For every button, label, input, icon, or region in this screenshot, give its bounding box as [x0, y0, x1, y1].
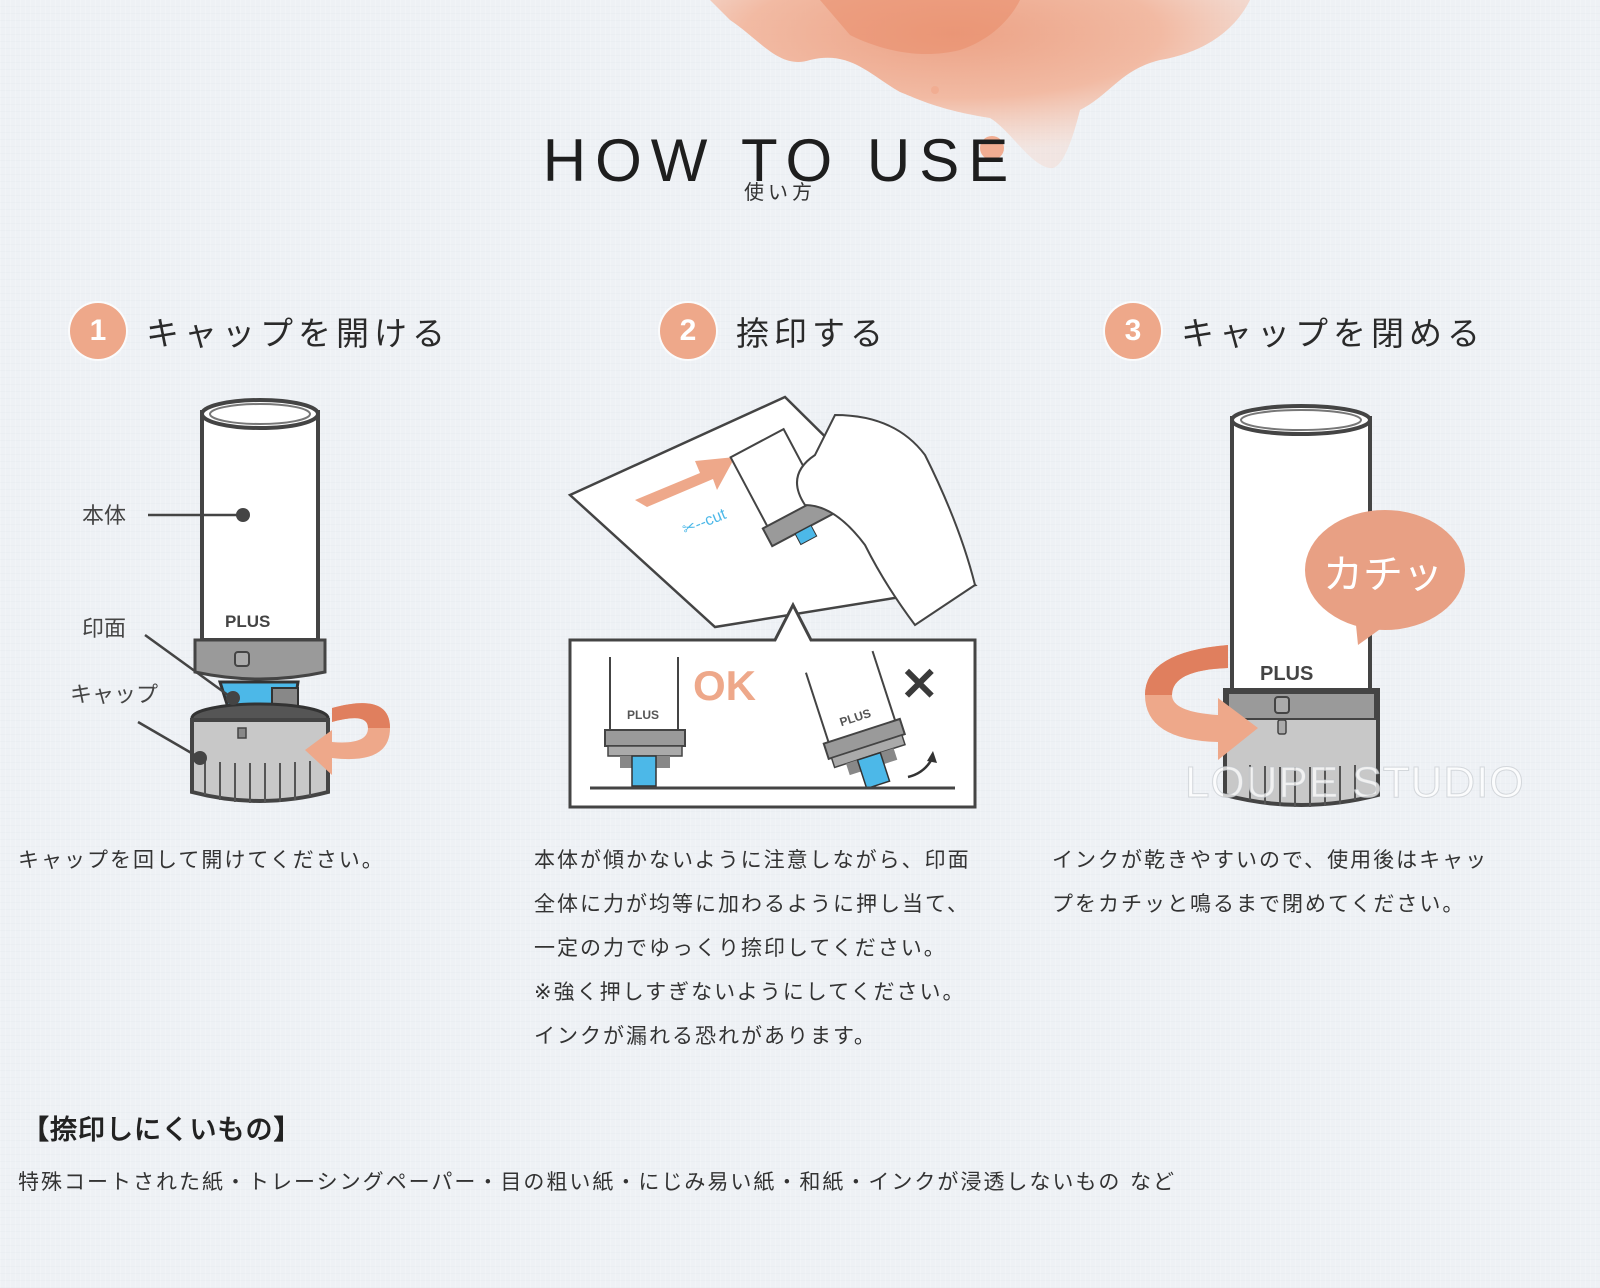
- note-heading: 【捺印しにくいもの】: [22, 1115, 302, 1146]
- step-3-header: 3 キャップを閉める: [1105, 303, 1485, 359]
- page-subtitle: 使い方: [744, 180, 816, 204]
- svg-text:PLUS: PLUS: [627, 708, 659, 722]
- step-title: キャップを開ける: [146, 314, 450, 353]
- label-cap: キャップ: [70, 683, 158, 708]
- label-body: 本体: [82, 504, 126, 529]
- label-stamp-face: 印面: [82, 617, 126, 642]
- step-number-badge: 1: [70, 303, 126, 359]
- step-2-description: 本体が傾かないように注意しながら、印面 全体に力が均等に加わるように押し当て、 …: [534, 848, 971, 1048]
- rotate-clockwise-arrow-icon: [1145, 645, 1258, 760]
- brand-logo: PLUS: [225, 612, 270, 631]
- bubble-text: カチッ: [1323, 552, 1443, 598]
- step-1-description: キャップを回して開けてください。: [18, 848, 385, 872]
- step-number-badge: 3: [1105, 303, 1161, 359]
- open-cap-illustration: PLUS 本体 印面 キャップ: [70, 398, 390, 803]
- stamping-illustration: ✂--cut PLUS OK PLUS ✕: [567, 395, 978, 809]
- note-body: 特殊コートされた紙・トレーシングペーパー・目の粗い紙・にじみ易い紙・和紙・インク…: [18, 1170, 1177, 1194]
- step-title: 捺印する: [736, 314, 888, 353]
- step-number-badge: 2: [660, 303, 716, 359]
- step-1-header: 1 キャップを開ける: [70, 303, 450, 359]
- ng-mark-icon: ✕: [900, 658, 939, 710]
- page-title: HOW TO USE: [542, 127, 1018, 195]
- watermark: LOUPE STUDIO: [1185, 758, 1525, 808]
- ok-label: OK: [693, 662, 756, 709]
- watercolor-splash-decoration: [710, 0, 1250, 169]
- click-sound-bubble: カチッ: [1305, 510, 1465, 645]
- rotate-counterclockwise-arrow-icon: [305, 703, 390, 775]
- direction-arrow-icon: [635, 457, 735, 507]
- step-3-description: インクが乾きやすいので、使用後はキャッ プをカチッと鳴るまで閉めてください。: [1052, 848, 1489, 916]
- close-cap-illustration: PLUS カチッ: [1145, 404, 1465, 807]
- step-2-header: 2 捺印する: [660, 303, 888, 359]
- brand-logo: PLUS: [1260, 663, 1313, 685]
- step-title: キャップを閉める: [1181, 314, 1485, 353]
